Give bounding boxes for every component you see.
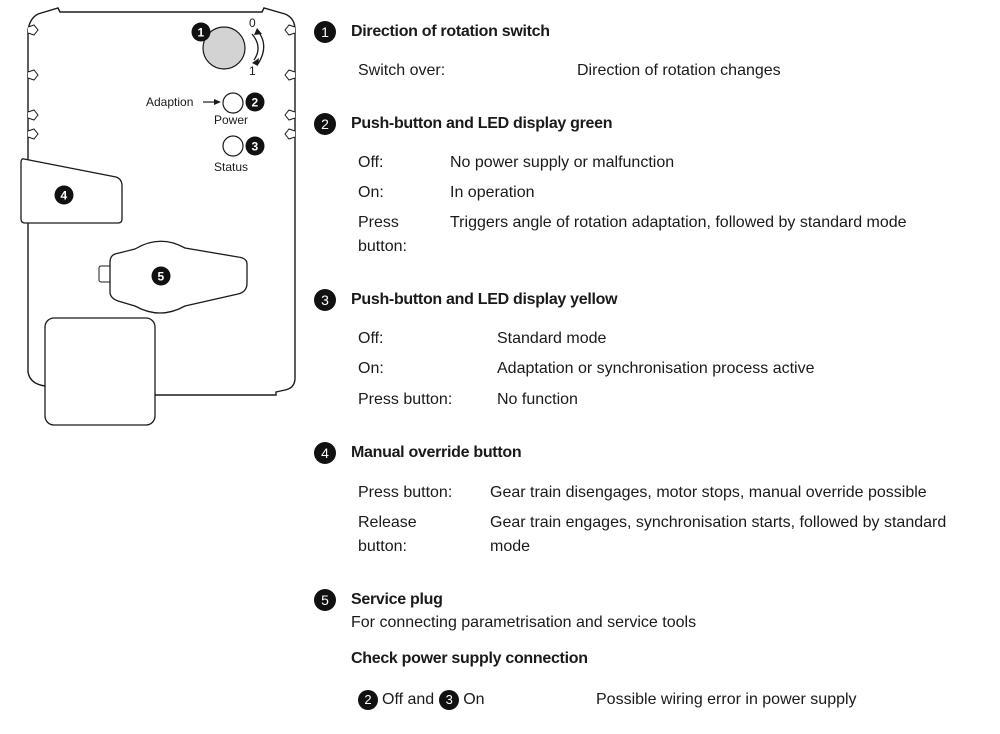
adaption-label: Adaption [146, 95, 193, 109]
row-value: No function [497, 391, 578, 408]
row-key: Press button: [358, 484, 453, 501]
number-badge-1: 1 [314, 21, 336, 43]
badge-2: 2 [252, 96, 259, 110]
number-badge-5: 5 [314, 589, 336, 611]
adaption-arrow-head-icon [214, 99, 221, 105]
device-diagram: 0 1 1 Adaption 2 Power 3 Status 4 5 [20, 7, 296, 426]
badge-2-bg [245, 92, 265, 112]
section-direction-switch: 1 Direction of rotation switch [314, 20, 550, 44]
badge-1: 1 [198, 26, 205, 40]
section-header: 4 Manual override button [314, 441, 522, 465]
badge-3: 3 [252, 140, 259, 154]
row-key: Press button: [358, 391, 453, 408]
section-header: 2 Push-button and LED display green [314, 112, 613, 136]
section-header: 1 Direction of rotation switch [314, 20, 550, 44]
row-key: Off: [358, 154, 384, 171]
section-manual-override: 4 Manual override button [314, 441, 522, 465]
number-badge-2: 2 [314, 113, 336, 135]
section-title: Push-button and LED display yellow [351, 291, 618, 308]
service-plug[interactable] [109, 240, 248, 314]
badge-5: 5 [158, 270, 165, 284]
section-title: Direction of rotation switch [351, 23, 550, 40]
status-label: Status [214, 160, 248, 174]
badge-4-bg [54, 185, 74, 205]
housing-clips-right [284, 24, 296, 140]
row-value: Gear train disengages, motor stops, manu… [490, 484, 927, 501]
section-yellow-led: 3 Push-button and LED display yellow [314, 288, 618, 312]
section-service-plug: 5 Service plug [314, 588, 443, 612]
badge-5-bg [151, 266, 171, 286]
power-led-button[interactable] [222, 92, 244, 114]
row-value: Triggers angle of rotation adaptation, f… [450, 214, 907, 231]
check-power-heading: Check power supply connection [351, 650, 588, 667]
section-title: Push-button and LED display green [351, 115, 613, 132]
check-text-b: On [463, 691, 485, 708]
check-condition: 2 Off and 3 On [358, 688, 485, 712]
section-title: Manual override button [351, 444, 522, 461]
row-key-line2: button: [358, 238, 407, 255]
number-badge-3: 3 [439, 690, 460, 710]
check-text-a: Off and [382, 691, 435, 708]
row-key: On: [358, 360, 384, 377]
row-value: Standard mode [497, 330, 607, 347]
power-label: Power [214, 113, 248, 127]
arrow-head-up-icon [254, 28, 262, 35]
row-key-line1: Press [358, 214, 399, 231]
row-key: Switch over: [358, 62, 446, 79]
section-green-led: 2 Push-button and LED display green [314, 112, 613, 136]
badge-1-bg [191, 22, 211, 42]
service-plug-description: For connecting parametrisation and servi… [351, 614, 697, 631]
switch-label-one: 1 [249, 64, 256, 78]
connector-box [44, 317, 156, 426]
row-value-line1: Gear train engages, synchronisation star… [490, 514, 947, 531]
badge-3-bg [245, 136, 265, 156]
arrow-head-down-icon [252, 58, 259, 66]
row-value: No power supply or malfunction [450, 154, 675, 171]
service-plug-tab [98, 265, 112, 283]
row-key-line2: button: [358, 538, 407, 555]
row-value: In operation [450, 184, 535, 201]
status-led-button[interactable] [222, 135, 244, 157]
switch-label-zero: 0 [249, 16, 256, 30]
section-header: 5 Service plug [314, 588, 443, 612]
rotation-switch[interactable] [202, 26, 246, 70]
row-value-line2: mode [490, 538, 531, 555]
row-key: Off: [358, 330, 384, 347]
number-badge-3: 3 [314, 289, 336, 311]
row-key: On: [358, 184, 384, 201]
row-value: Direction of rotation changes [577, 62, 781, 79]
number-badge-2: 2 [358, 690, 378, 710]
check-result: Possible wiring error in power supply [596, 691, 857, 708]
section-header: 3 Push-button and LED display yellow [314, 288, 618, 312]
number-badge-4: 4 [314, 442, 336, 464]
row-value: Adaptation or synchronisation process ac… [497, 360, 815, 377]
housing-clips-left [27, 24, 39, 140]
section-title: Service plug [351, 591, 443, 608]
badge-4: 4 [61, 189, 68, 203]
row-key-line1: Release [358, 514, 417, 531]
